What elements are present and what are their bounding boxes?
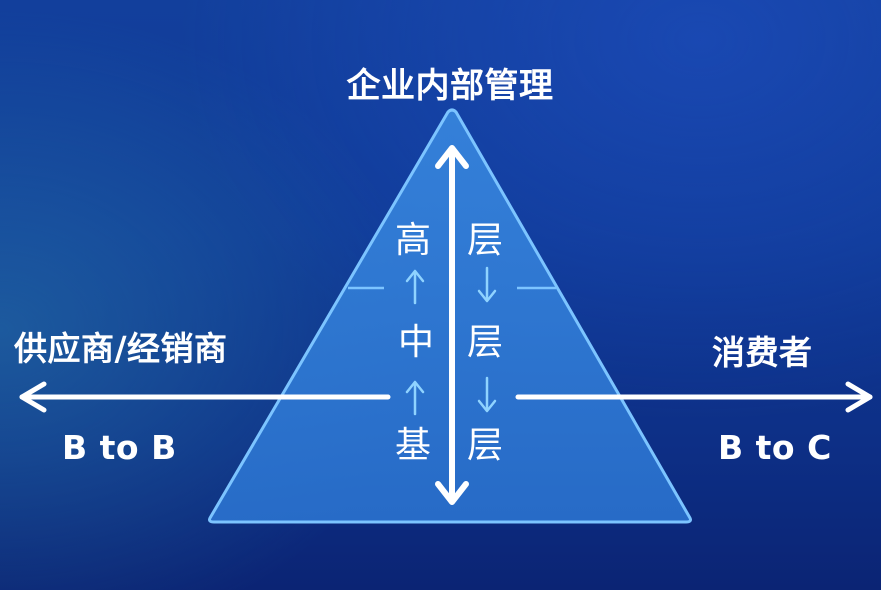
- right-label: 消费者: [712, 333, 813, 372]
- up-arrow-lower: [405, 380, 425, 416]
- diagram-title: 企业内部管理: [346, 66, 554, 106]
- pyramid-char-level-2: 层: [467, 322, 504, 363]
- vertical-double-arrow: [435, 145, 469, 505]
- right-arrow: [515, 381, 873, 413]
- up-arrow-upper: [405, 269, 425, 305]
- right-sublabel: B to C: [718, 428, 832, 467]
- pyramid-char-base: 基: [395, 425, 432, 466]
- pyramid-char-high: 高: [395, 220, 432, 261]
- down-arrow-upper: [477, 266, 497, 303]
- down-arrow-lower: [477, 376, 497, 413]
- pyramid-char-level-3: 层: [467, 425, 504, 466]
- pyramid-char-level-1: 层: [467, 220, 504, 261]
- left-label: 供应商/经销商: [14, 329, 228, 368]
- left-arrow: [19, 381, 391, 413]
- pyramid-char-middle: 中: [398, 322, 435, 363]
- left-sublabel: B to B: [62, 428, 177, 467]
